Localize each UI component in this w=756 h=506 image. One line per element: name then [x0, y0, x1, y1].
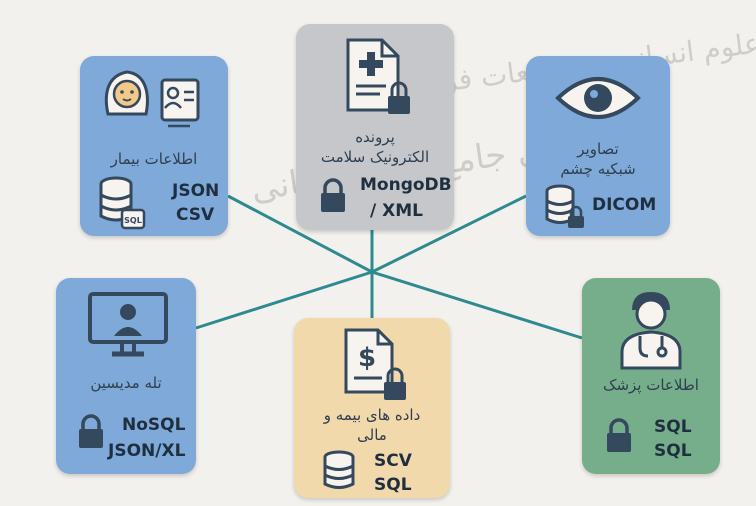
format-2: SQL — [654, 441, 692, 461]
invoice-dollar-icon: $ — [344, 328, 406, 400]
format-1: NoSQL — [122, 415, 186, 435]
database-icon — [323, 450, 355, 489]
node-ehr: پرونده الکترونیک سلامت MongoDB / XML — [296, 24, 454, 230]
baby-icon — [104, 70, 149, 116]
svg-text:$: $ — [358, 343, 376, 373]
database-icon: SQL — [99, 176, 146, 230]
format-1: SQL — [654, 417, 692, 437]
node-physician-info: اطلاعات پزشک SQL SQL — [582, 278, 720, 474]
database-icon — [545, 184, 584, 228]
format-1: MongoDB — [360, 175, 452, 195]
edge-telemedicine — [195, 270, 373, 330]
node-patient-info: اطلاعات بیمار SQL JSON CSV — [80, 56, 228, 236]
lock-icon — [321, 178, 345, 212]
node-label-line-1: داده های بیمه و — [323, 406, 421, 424]
format-1: SCV — [374, 451, 412, 471]
format-2: JSON/XL — [108, 441, 186, 461]
node-retina-images: تصاویر شبکیه چشم DICOM — [526, 56, 670, 236]
lock-icon — [79, 414, 103, 448]
doctor-icon — [620, 292, 682, 370]
lock-icon — [388, 81, 410, 114]
node-label: تله مدیسین — [90, 374, 162, 392]
id-card-icon — [160, 78, 200, 128]
format-2: SQL — [374, 475, 412, 495]
node-label-line-2: مالی — [357, 426, 387, 444]
node-label-line-1: پرونده — [355, 128, 395, 146]
eye-icon — [555, 77, 641, 119]
monitor-user-icon — [88, 292, 168, 357]
node-label-line-2: شبکیه چشم — [560, 160, 636, 178]
node-telemedicine: تله مدیسین NoSQL JSON/XL — [56, 278, 196, 474]
svg-text:SQL: SQL — [124, 216, 142, 225]
edge-retina — [371, 194, 527, 274]
format-2: CSV — [176, 205, 215, 225]
edge-patient-info — [227, 194, 373, 274]
format-2: / XML — [370, 201, 423, 221]
node-label: اطلاعات پزشک — [603, 376, 699, 394]
medical-document-icon — [346, 38, 410, 114]
lock-icon — [384, 367, 406, 400]
node-label-line-2: الکترونیک سلامت — [320, 148, 430, 166]
edge-physician — [371, 270, 583, 340]
sql-tag-icon — [120, 208, 146, 230]
format-1: DICOM — [592, 195, 657, 215]
lock-icon — [568, 205, 584, 228]
node-insurance-finance: $ داده های بیمه و مالی SCV SQL — [294, 318, 450, 498]
node-label: اطلاعات بیمار — [110, 150, 198, 168]
node-label-line-1: تصاویر — [577, 140, 619, 158]
lock-icon — [607, 418, 631, 452]
format-1: JSON — [172, 181, 220, 201]
